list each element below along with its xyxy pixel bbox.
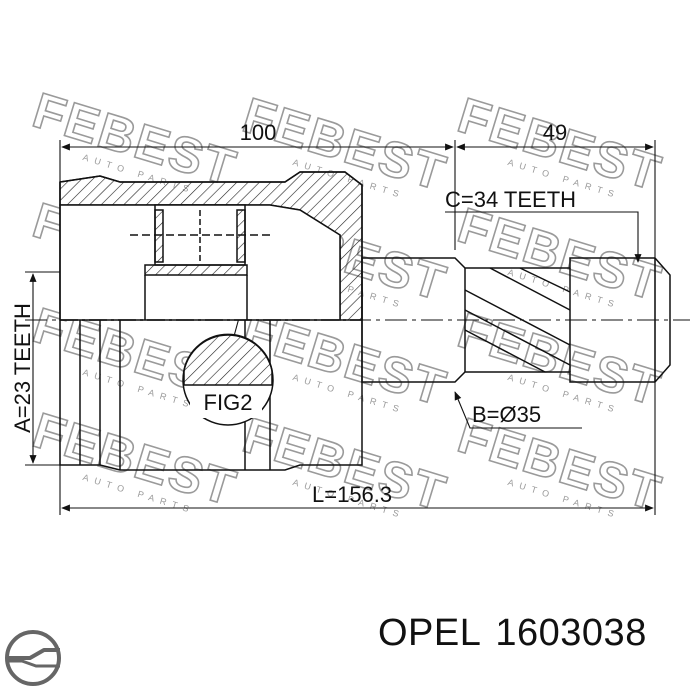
shaft-stub [361, 257, 671, 383]
leader-outer-spline [445, 211, 642, 263]
overall-length-label: L=156.3 [312, 482, 392, 507]
joint-housing [25, 171, 690, 471]
fig2-detail [182, 333, 274, 426]
brand-name: OPEL [378, 612, 482, 654]
dim-text-49: 49 [543, 120, 567, 145]
dim-text-100: 100 [240, 120, 277, 145]
dimension-lines [29, 143, 654, 512]
fig2-label: FIG2 [204, 390, 253, 415]
leader-diameter [454, 391, 582, 429]
outer-spline-label: C=34 TEETH [445, 187, 576, 212]
watermark-brand-1: FEBEST [27, 82, 243, 197]
inner-spline-label: A=23 TEETH [10, 303, 35, 433]
part-caption: OPEL 1603038 [378, 612, 661, 655]
opel-logo-icon [5, 630, 61, 686]
diameter-label: B=Ø35 [472, 402, 541, 427]
cv-joint-drawing: FEBEST AUTO PARTS FEBEST AUTO PARTS FEBE… [10, 81, 690, 522]
watermark-brand-6: FEBEST [452, 197, 668, 312]
part-number: 1603038 [495, 612, 647, 654]
